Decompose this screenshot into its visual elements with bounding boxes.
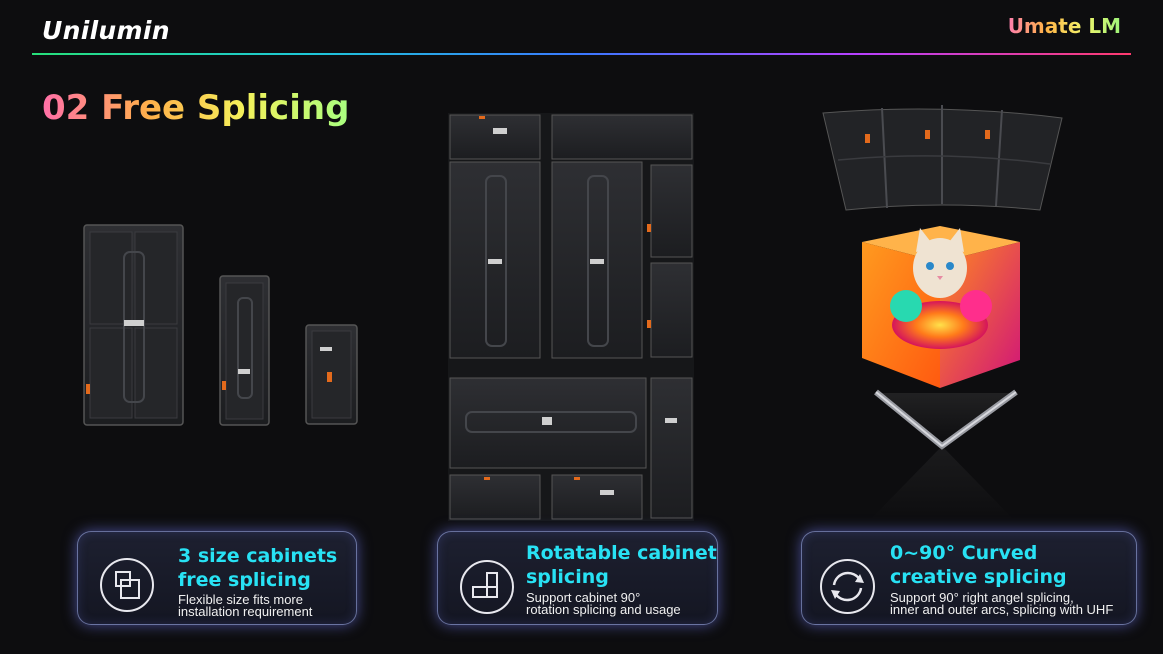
small-cabinet bbox=[305, 324, 358, 425]
feature-description: Support 90° right angel splicing, inner … bbox=[890, 590, 1114, 617]
product-name: Umate LM bbox=[1007, 14, 1121, 38]
curved-arc-wall bbox=[822, 105, 1063, 211]
feature-description: Flexible size fits more installation req… bbox=[178, 592, 313, 619]
feature-description: Support cabinet 90° rotation splicing an… bbox=[526, 590, 681, 617]
feature-card-curved-splicing: 0~90° Curved creative splicing Support 9… bbox=[801, 531, 1137, 625]
medium-cabinet bbox=[219, 275, 270, 426]
kitten-cube-display bbox=[862, 226, 1020, 388]
circular-arrows-icon bbox=[820, 559, 875, 614]
feature-card-rotatable-cabinet: Rotatable cabinet splicing Support cabin… bbox=[437, 531, 718, 625]
stacked-squares-icon bbox=[100, 558, 154, 612]
page-title: 02 Free Splicing bbox=[42, 88, 350, 128]
feature-card-size-cabinets: 3 size cabinets free splicing Flexible s… bbox=[77, 531, 357, 625]
header-divider bbox=[32, 53, 1131, 55]
rotated-cabinet-icon bbox=[460, 560, 514, 614]
feature-title: 0~90° Curved creative splicing bbox=[890, 542, 1067, 588]
large-cabinet bbox=[83, 224, 184, 426]
brand-logo: Unilumin bbox=[42, 16, 170, 45]
right-angle-splice bbox=[870, 389, 1018, 520]
feature-title: 3 size cabinets free splicing bbox=[178, 545, 338, 591]
rotated-splicing-wall bbox=[448, 113, 694, 521]
feature-title: Rotatable cabinet splicing bbox=[526, 542, 717, 588]
